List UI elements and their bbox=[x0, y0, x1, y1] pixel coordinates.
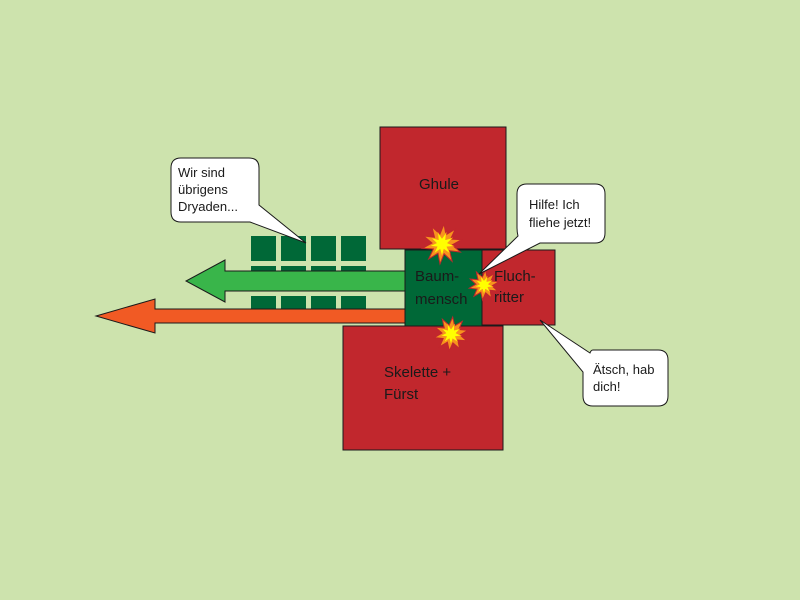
speech-bubble-hilfe: Hilfe! Ich fliehe jetzt! bbox=[478, 183, 606, 275]
retreat-arrow bbox=[184, 259, 406, 303]
unit-skelette: Skelette + Fürst bbox=[342, 325, 504, 451]
explosion-core-icon bbox=[428, 231, 456, 258]
bubble-aetsch-line2: dich! bbox=[593, 379, 620, 394]
speech-bubble-aetsch: Ätsch, hab dich! bbox=[539, 319, 669, 407]
unit-skelette-label-line1: Skelette + bbox=[384, 364, 451, 381]
unit-baummensch-label-line2: mensch bbox=[415, 291, 468, 308]
unit-baummensch-label-line1: Baum- bbox=[415, 268, 459, 285]
dryad-block bbox=[311, 236, 336, 261]
unit-ghule-label: Ghule bbox=[419, 176, 459, 193]
bubble-hilfe-line1: Hilfe! Ich bbox=[529, 197, 580, 212]
impact-ghule-baummensch bbox=[420, 222, 464, 266]
bubble-dryaden-line3: Dryaden... bbox=[178, 199, 238, 214]
explosion-core-icon bbox=[439, 323, 463, 346]
impact-skelette-baummensch bbox=[432, 315, 470, 353]
unit-skelette-label-line2: Fürst bbox=[384, 386, 419, 403]
impact-baummensch-fluchritter bbox=[467, 268, 501, 302]
unit-fluchritter-label-line2: ritter bbox=[494, 289, 524, 306]
unit-fluchritter-label-line1: Fluch- bbox=[494, 268, 536, 285]
explosion-core-icon bbox=[473, 275, 495, 296]
bubble-dryaden-line2: übrigens bbox=[178, 182, 228, 197]
dryad-block bbox=[251, 236, 276, 261]
bubble-aetsch-line1: Ätsch, hab bbox=[593, 362, 654, 377]
speech-bubble-dryaden: Wir sind übrigens Dryaden... bbox=[170, 157, 307, 244]
impacts bbox=[420, 222, 501, 353]
bubble-hilfe-line2: fliehe jetzt! bbox=[529, 215, 591, 230]
bubble-dryaden-line1: Wir sind bbox=[178, 165, 225, 180]
dryad-block bbox=[341, 236, 366, 261]
